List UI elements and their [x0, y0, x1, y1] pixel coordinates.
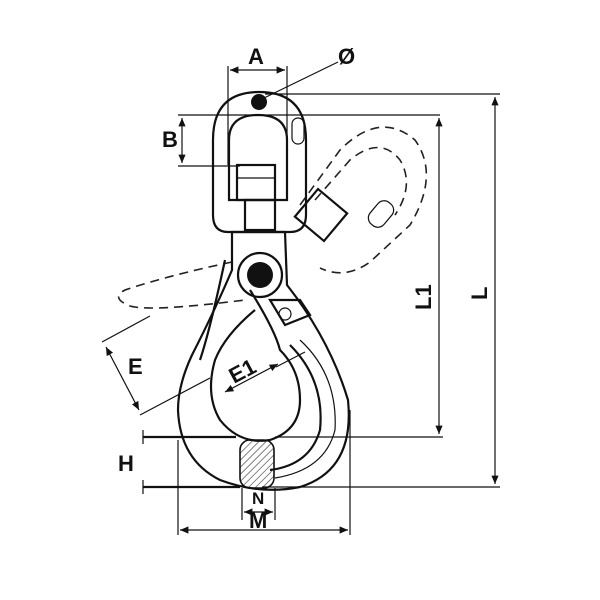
dim-label-diameter: Ø [338, 44, 355, 69]
open-latch-phantom [117, 261, 246, 309]
pivot-pin [236, 251, 284, 299]
dim-label-h: H [118, 451, 134, 476]
dim-label-n: N [252, 489, 264, 508]
dim-label-a: A [248, 44, 264, 69]
diameter-ball [251, 94, 267, 110]
swivel-eye [211, 90, 308, 234]
section-hatch [239, 439, 275, 489]
swiveled-eye-phantom [293, 126, 428, 274]
hook-body [176, 230, 350, 491]
dim-label-l: L [467, 287, 492, 300]
dim-label-e: E [128, 354, 143, 379]
dimension-lines [101, 61, 500, 535]
dim-label-b: B [162, 127, 178, 152]
dim-label-l1: L1 [411, 284, 436, 310]
dim-label-m: M [249, 508, 267, 533]
dim-label-e1: E1 [225, 354, 261, 389]
